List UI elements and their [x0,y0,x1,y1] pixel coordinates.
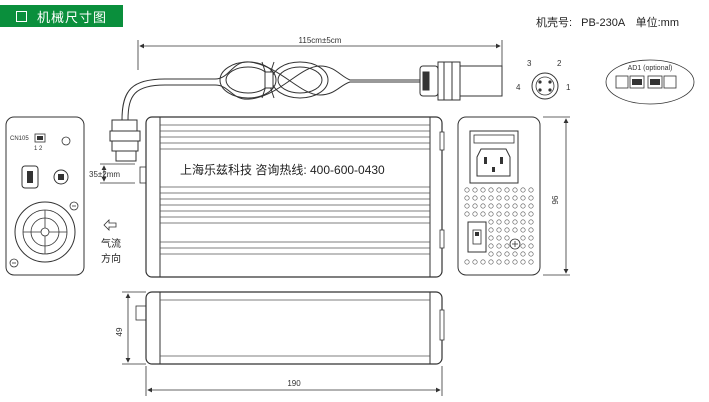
unit-value: mm [660,17,679,29]
model-info: 机壳号: PB-230A 单位:mm [536,14,679,30]
pin-label-3: 3 [527,59,532,68]
connector-label: CN105 [10,136,29,142]
side-offset-label: 35±2mm [89,170,120,179]
rear-panel [457,116,541,276]
airflow-indicator: 气流 方向 [101,219,121,265]
side-offset-dimension: 35±2mm [89,163,135,184]
connector-pin-numbers: 1 2 [34,146,43,152]
ad1-label: AD1 (optional) [628,65,673,72]
length-label: 190 [287,379,301,388]
main-body-top: 上海乐兹科技 咨询热线: 400-600-0430 [109,116,445,278]
depth-label: 49 [115,327,124,336]
airflow-line1: 气流 [101,237,121,250]
height-dimension: 96 [543,116,570,276]
section-title: 机械尺寸图 [37,9,108,25]
side-panel: CN105 1 2 [5,116,85,276]
product-banner: 上海乐兹科技 咨询热线: 400-600-0430 [180,162,385,177]
main-body-side [135,291,445,365]
model-label: 机壳号: [536,17,573,29]
model-value: PB-230A [581,17,625,29]
header-square-icon [16,10,27,22]
ad1-optional: AD1 (optional) [605,59,695,105]
pin-label-4: 4 [516,83,521,92]
depth-dimension: 49 [115,291,146,365]
pin-label-1: 1 [566,83,571,92]
output-plug [419,61,503,101]
unit-label: 单位: [635,17,661,29]
cable [121,61,430,121]
cable-length-label: 115cm±5cm [299,36,342,45]
height-label: 96 [551,195,560,204]
length-dimension: 190 [145,366,443,396]
pin-label-2: 2 [557,59,562,68]
section-header: 机械尺寸图 [0,5,123,27]
airflow-line2: 方向 [101,252,121,265]
cable-length-dimension: 115cm±5cm [137,36,503,70]
connector-pinout: 1 2 3 4 [516,59,571,100]
